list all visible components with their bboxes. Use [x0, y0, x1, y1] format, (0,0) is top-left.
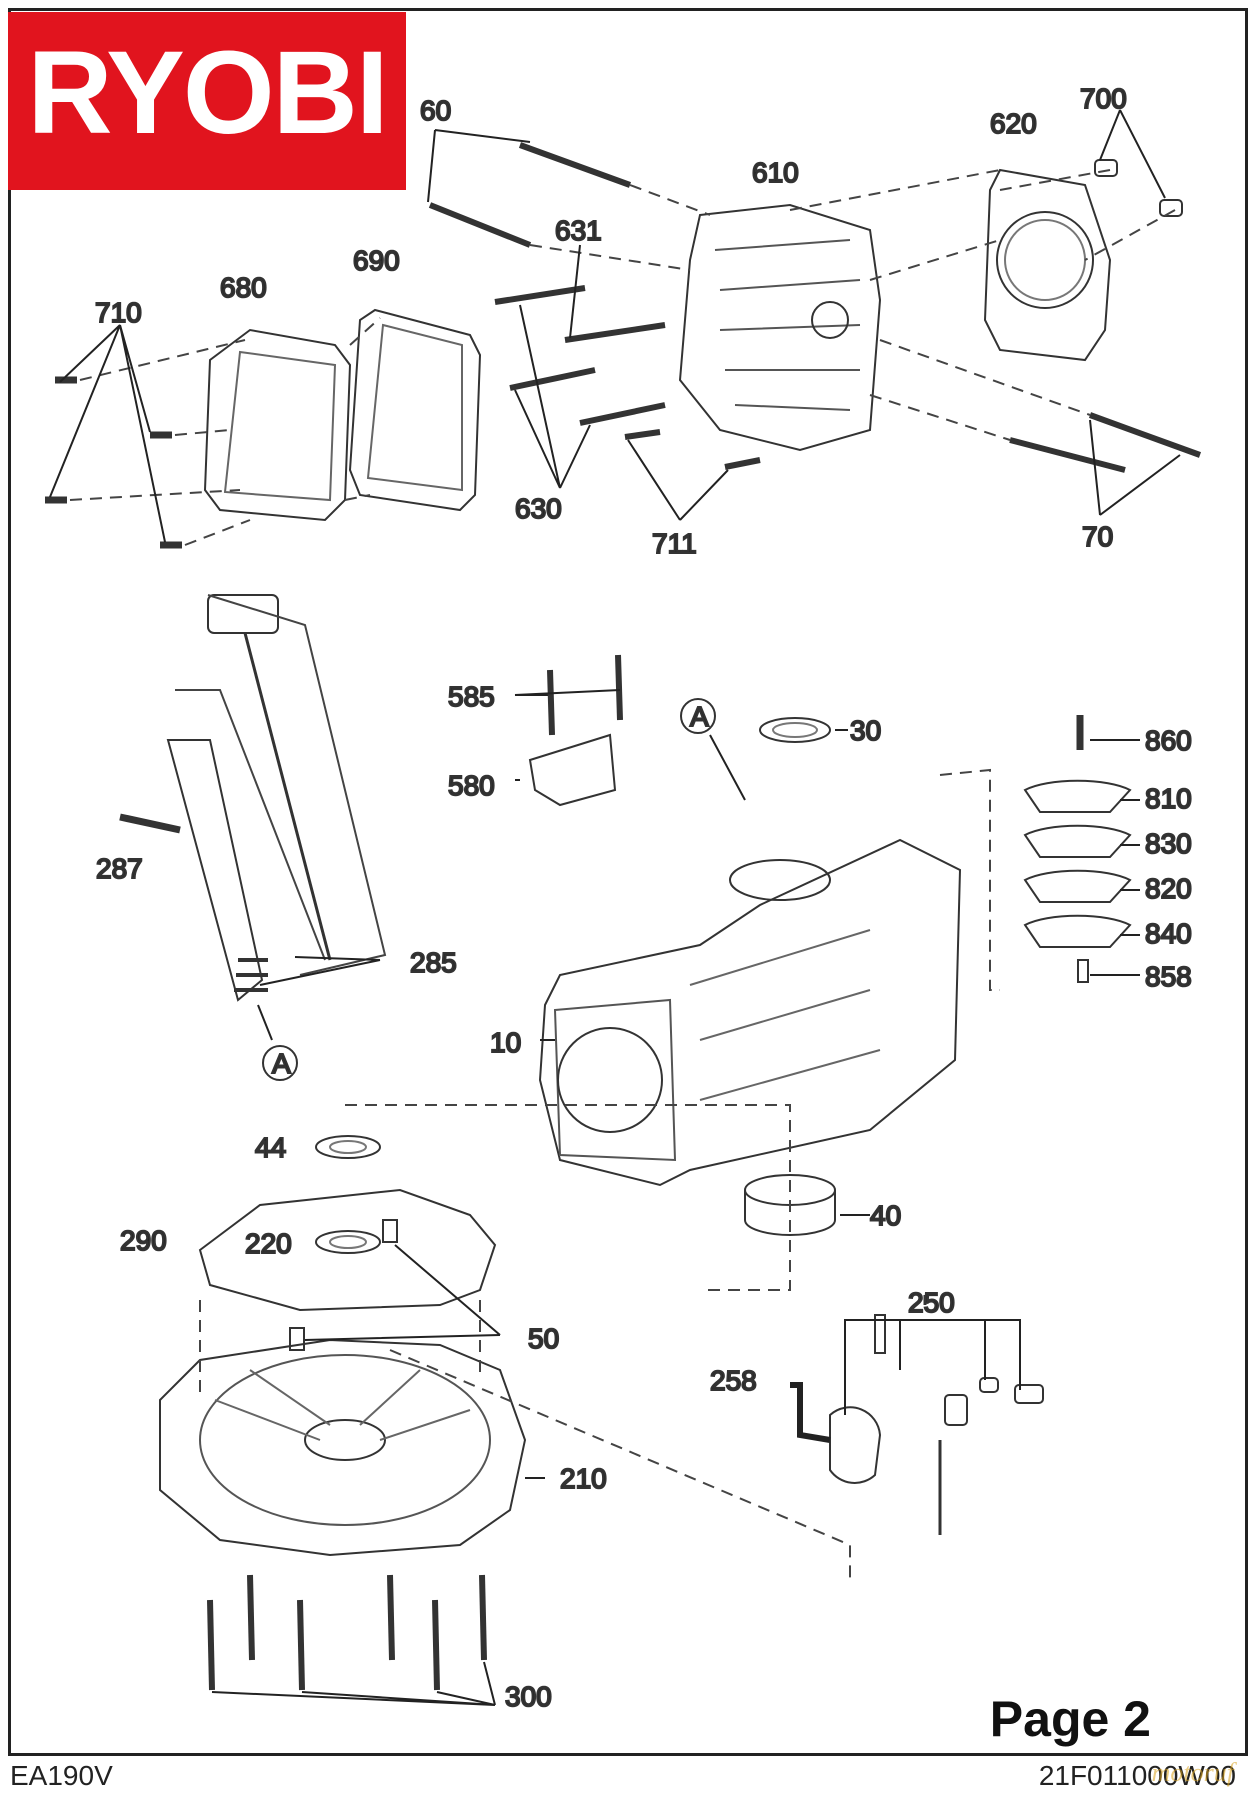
- callout-44: 44: [255, 1132, 286, 1163]
- leader-631: [569, 244, 581, 339]
- callout-711: 711: [652, 528, 697, 559]
- callout-285: 285: [410, 947, 457, 978]
- callout-580: 580: [448, 770, 495, 801]
- seal-44: [315, 1135, 381, 1159]
- valve-cover-gasket-690: [348, 308, 482, 512]
- document-number: 21F011000W00: [1038, 1760, 1236, 1791]
- bolts-711: [624, 429, 761, 470]
- callout-300: 300: [505, 1681, 552, 1712]
- leader-A-right: [709, 734, 746, 801]
- bolts-710: [45, 376, 182, 549]
- dowels-50: [289, 1219, 398, 1351]
- crankcase-10: [538, 838, 962, 1187]
- callout-60: 60: [420, 95, 451, 126]
- callout-258: 258: [710, 1365, 757, 1396]
- governor-assembly-250: [829, 1295, 1044, 1535]
- callout-680: 680: [220, 272, 267, 303]
- callout-50: 50: [528, 1323, 559, 1354]
- studs-60: [428, 142, 632, 248]
- leader-710: [49, 324, 166, 543]
- callout-830: 830: [1145, 828, 1192, 859]
- callout-30: 30: [850, 715, 881, 746]
- callout-585: 585: [448, 681, 495, 712]
- cylinder-head-610: [678, 203, 882, 452]
- leader-30-40: [835, 729, 870, 1216]
- leader-dashed-cover: [199, 1104, 851, 1585]
- callout-250: 250: [908, 1287, 955, 1318]
- leader-breather: [1090, 739, 1140, 976]
- studs-70: [1009, 412, 1202, 473]
- bolt-287: [119, 813, 181, 834]
- crankcase-cover-210: [159, 1338, 527, 1557]
- callout-620: 620: [990, 108, 1037, 139]
- leader-630: [514, 304, 591, 489]
- leader-585: [514, 689, 621, 696]
- page-label: Page 2: [989, 1691, 1151, 1747]
- gasket-290: [198, 1188, 497, 1312]
- leader-A-left: [257, 1004, 273, 1041]
- leader-60: [427, 129, 531, 203]
- valve-cover-680: [203, 328, 352, 522]
- breather-plates: [1023, 715, 1132, 983]
- leader-250: [844, 1319, 1021, 1415]
- oil-seal-30: [759, 717, 831, 743]
- callout-840: 840: [1145, 918, 1192, 949]
- callout-631: 631: [555, 215, 602, 246]
- callout-690: 690: [353, 245, 400, 276]
- callout-820: 820: [1145, 873, 1192, 904]
- page-frame: [8, 8, 1248, 1756]
- bolts-585: [547, 654, 623, 736]
- leader-dashed-breather: [939, 768, 1000, 991]
- callout-40: 40: [870, 1200, 901, 1231]
- callout-810: 810: [1145, 783, 1192, 814]
- ref-circle-A-left: [262, 1045, 298, 1081]
- model-number: EA190V: [10, 1760, 113, 1791]
- dipstick-outline: [175, 594, 387, 976]
- bracket-580: [528, 733, 617, 807]
- callout-210: 210: [560, 1463, 607, 1494]
- head-gasket-620: [983, 168, 1112, 362]
- ref-A-left: A: [272, 1048, 291, 1079]
- dowel-pins-700: [1094, 159, 1183, 217]
- bolts-300: [207, 1574, 487, 1691]
- callout-70: 70: [1082, 521, 1113, 552]
- callout-858: 858: [1145, 961, 1192, 992]
- ref-A-right: A: [690, 701, 709, 732]
- leader-50: [304, 1244, 501, 1341]
- watermark: motoruf: [1151, 1758, 1234, 1787]
- callout-610: 610: [752, 157, 799, 188]
- callout-220: 220: [245, 1228, 292, 1259]
- callout-710: 710: [95, 297, 142, 328]
- bolts-630-631: [494, 285, 666, 426]
- dipstick-285: [166, 594, 332, 1002]
- leader-285: [259, 956, 381, 986]
- callout-290: 290: [120, 1225, 167, 1256]
- ref-circle-A-right: [680, 698, 716, 734]
- seal-220: [315, 1230, 381, 1254]
- callout-10: 10: [490, 1027, 521, 1058]
- callout-700: 700: [1080, 83, 1127, 114]
- callout-287: 287: [96, 853, 143, 884]
- bolt-258: [790, 1382, 831, 1443]
- leader-dashed-head: [529, 169, 1176, 441]
- brand-name: RYOBI: [27, 27, 388, 159]
- leader-711: [627, 439, 729, 521]
- callout-860: 860: [1145, 725, 1192, 756]
- leader-70: [1089, 419, 1181, 516]
- leader-300: [211, 1661, 496, 1706]
- leader-700: [1099, 109, 1166, 199]
- ryobi-logo: RYOBI: [8, 12, 406, 190]
- callout-630: 630: [515, 493, 562, 524]
